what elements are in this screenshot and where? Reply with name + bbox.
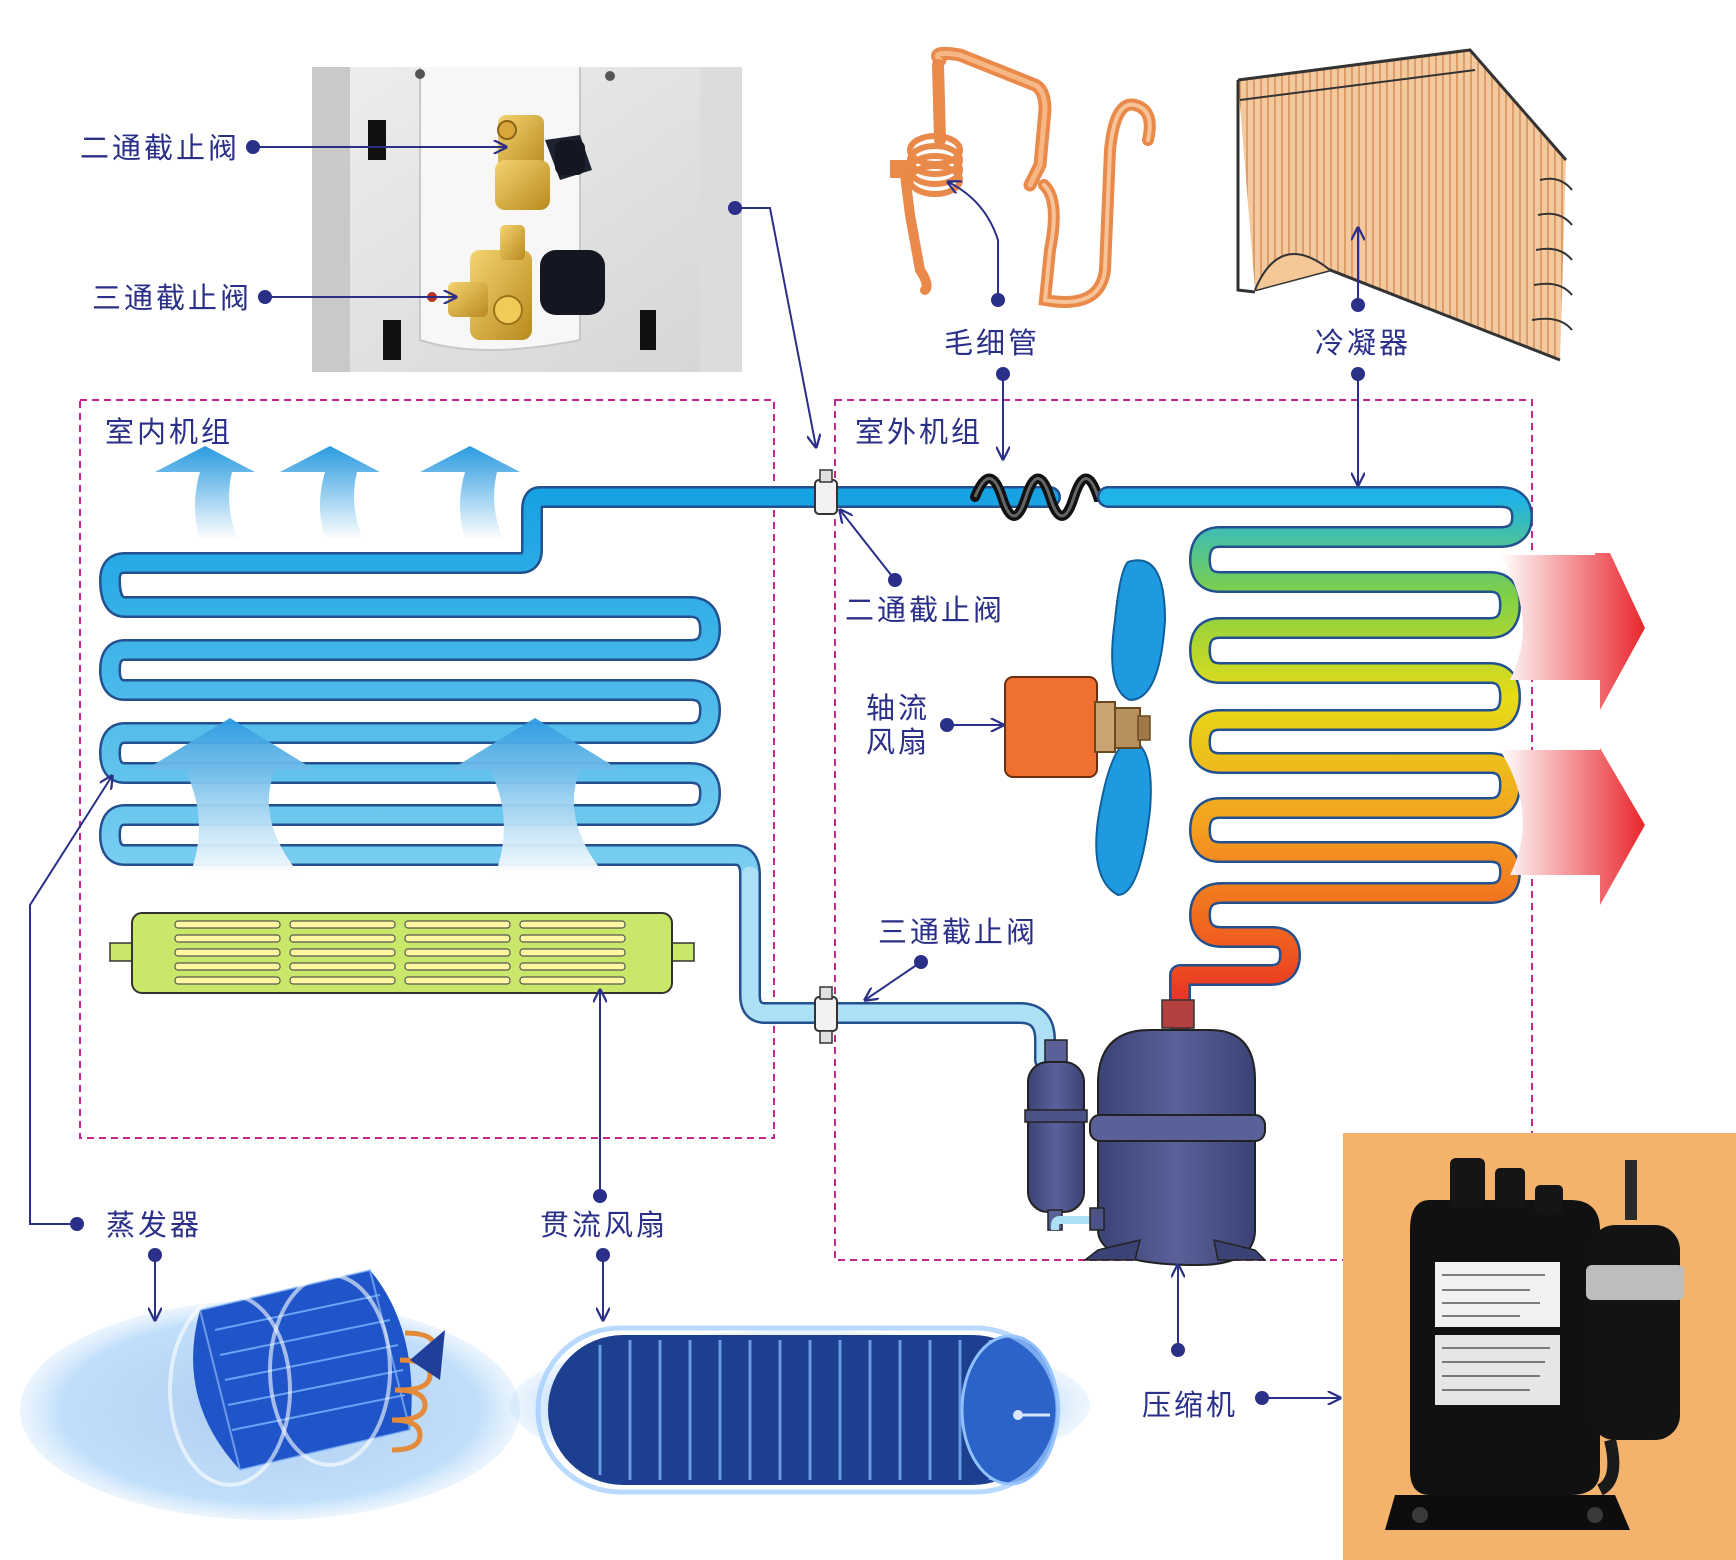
- compressor-photo: [1343, 1133, 1736, 1560]
- two-way-valve-label: 二通截止阀: [845, 593, 1005, 627]
- evaporator-label: 蒸发器: [106, 1208, 202, 1242]
- outdoor-unit-label: 室外机组: [855, 415, 983, 449]
- condenser-coil: [1097, 486, 1533, 1036]
- airflow-arrows: [145, 718, 620, 875]
- capillary-coil: [970, 473, 1113, 521]
- compressor-label: 压缩机: [1142, 1388, 1238, 1422]
- two-way-valve-photo-label: 二通截止阀: [80, 131, 240, 165]
- axial-fan: [1004, 559, 1167, 897]
- compressor: [1024, 999, 1267, 1267]
- three-way-valve-symbol: [814, 986, 838, 1044]
- axial-fan-label-line2: 风扇: [866, 725, 930, 759]
- two-way-valve-symbol: [814, 469, 838, 515]
- heat-release-arrows: [1500, 553, 1645, 905]
- cross-flow-fan: [109, 912, 695, 994]
- condenser-coil-icon: [1236, 48, 1573, 362]
- axial-fan-label-line1: 轴流: [866, 691, 930, 725]
- connector-lines: [29, 147, 1358, 1398]
- connector-dots: [70, 140, 1365, 1405]
- valve-photo: [312, 67, 742, 372]
- condenser-label: 冷凝器: [1315, 326, 1411, 360]
- capillary-tube-icon: [890, 46, 1156, 308]
- cold-air-arrows: [155, 446, 520, 540]
- indoor-unit-box: [79, 399, 775, 1139]
- capillary-label: 毛细管: [944, 326, 1040, 360]
- cross-flow-fan-label: 贯流风扇: [540, 1208, 668, 1242]
- evaporator-photo: [20, 1268, 520, 1520]
- cross-flow-fan-photo: [510, 1325, 1090, 1495]
- indoor-unit-label: 室内机组: [105, 415, 233, 449]
- outdoor-unit-box: [834, 399, 1533, 1261]
- three-way-valve-photo-label: 三通截止阀: [92, 281, 252, 315]
- three-way-valve-label: 三通截止阀: [878, 915, 1038, 949]
